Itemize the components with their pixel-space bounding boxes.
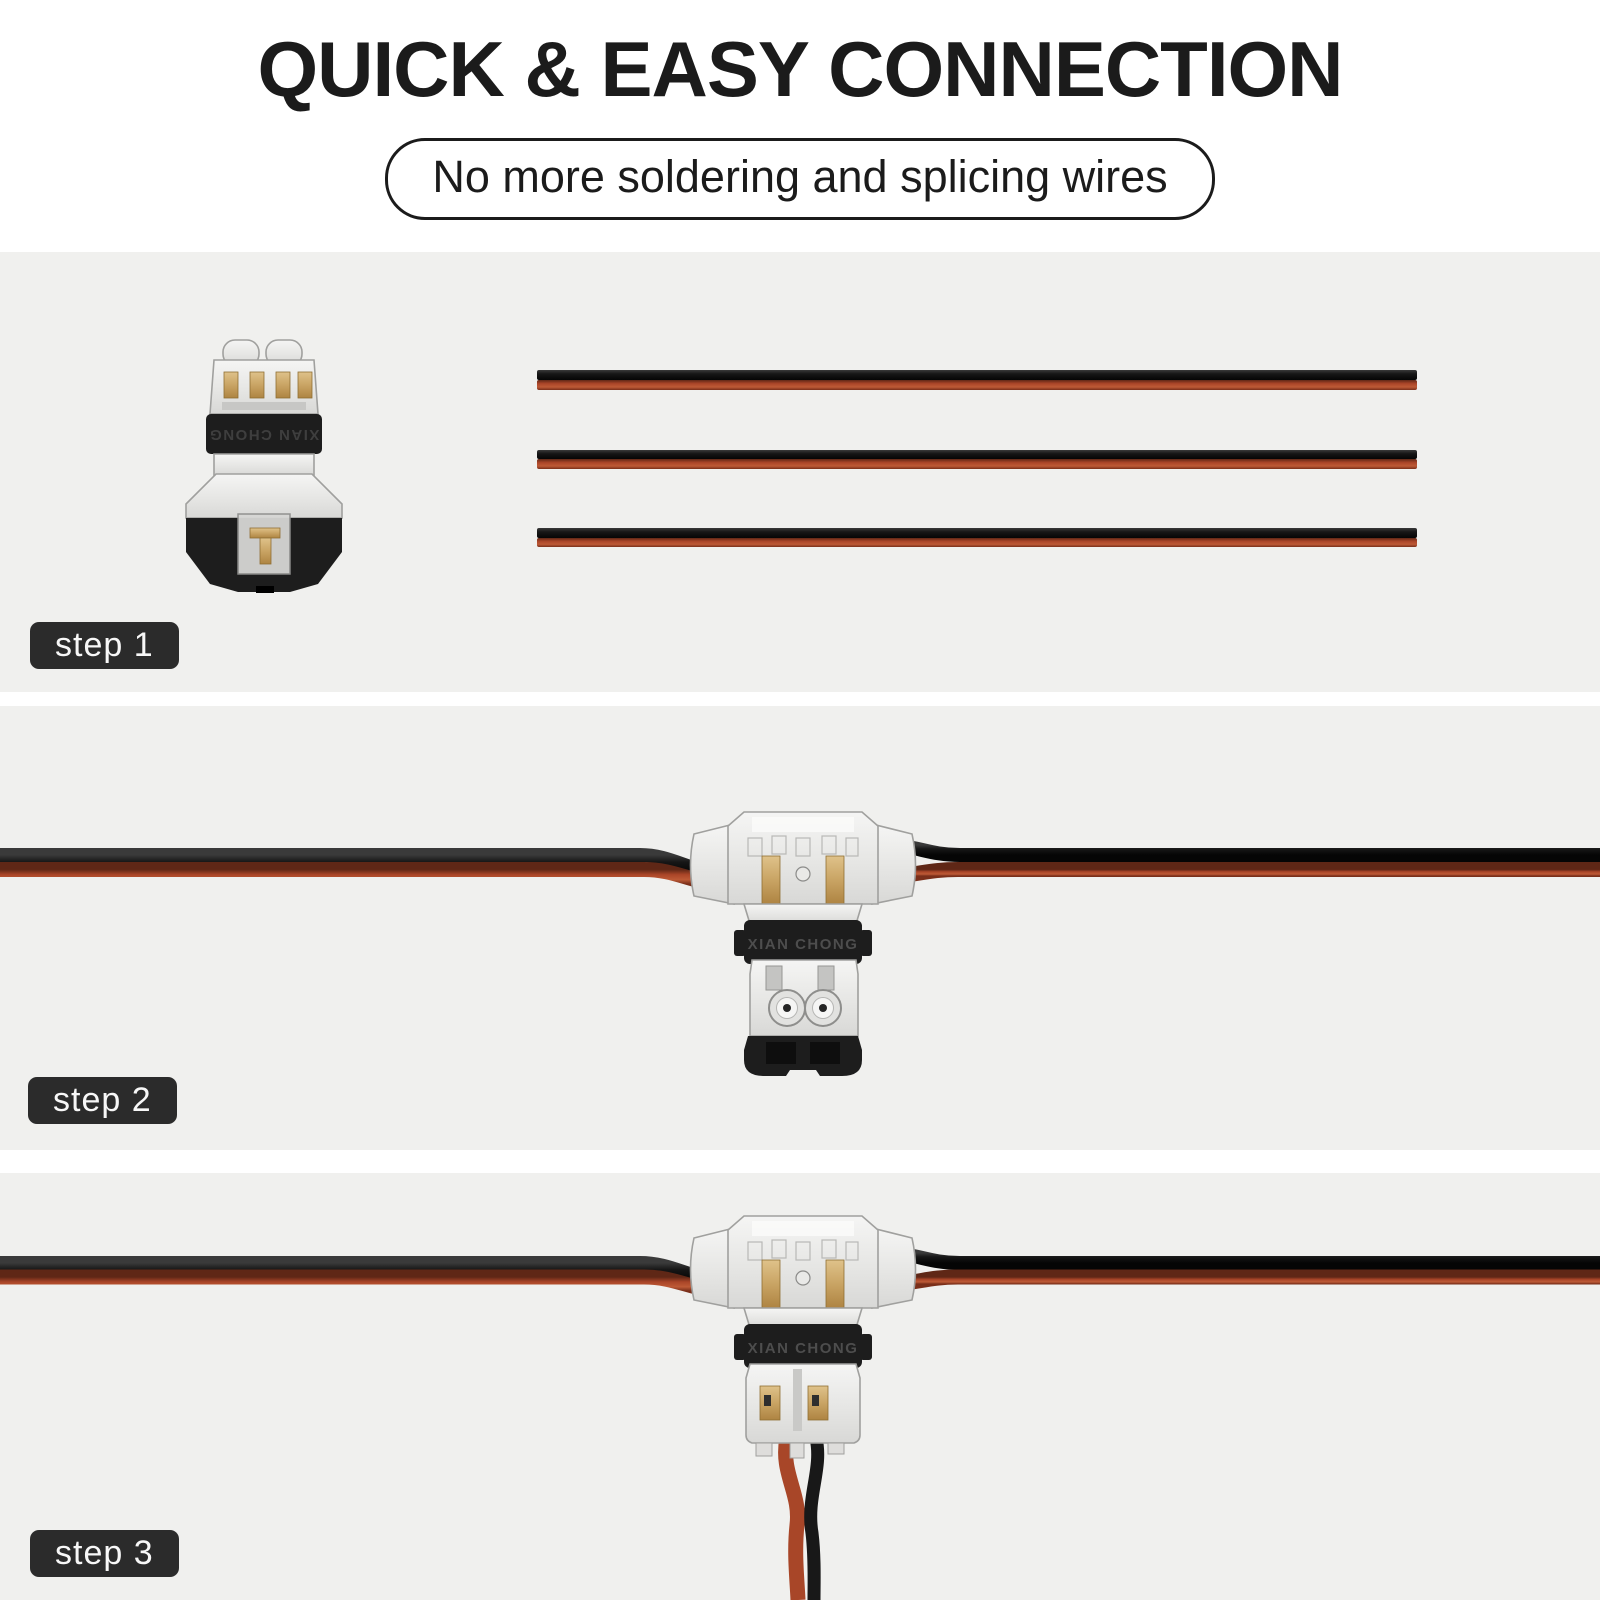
wire-connector: XIAN CHONG	[185, 339, 343, 593]
page-title: QUICK & EASY CONNECTION	[257, 25, 1344, 113]
step1-panel: XIAN CHONG step 1	[0, 252, 1600, 692]
wire-pair	[537, 528, 1417, 547]
step-label-3: step 3	[30, 1530, 179, 1577]
step3-graphic	[0, 1215, 1600, 1600]
wire-pair	[537, 370, 1417, 390]
step3-panel: step 3	[0, 1173, 1600, 1600]
step2-panel: step 2	[0, 706, 1600, 1150]
subtitle-pill: No more soldering and splicing wires	[385, 138, 1215, 220]
step-label-2: step 2	[28, 1077, 177, 1124]
subtitle-row: No more soldering and splicing wires	[0, 138, 1600, 220]
step1-graphic: XIAN CHONG	[185, 339, 1417, 593]
wire-connector	[689, 1215, 917, 1459]
wire-pair	[537, 450, 1417, 469]
step2-graphic	[0, 811, 1600, 1076]
step-label-1: step 1	[30, 622, 179, 669]
branch-wire-pair	[778, 1436, 825, 1600]
connector-brand-text: XIAN CHONG	[209, 426, 320, 443]
wire-connector	[689, 811, 917, 1076]
